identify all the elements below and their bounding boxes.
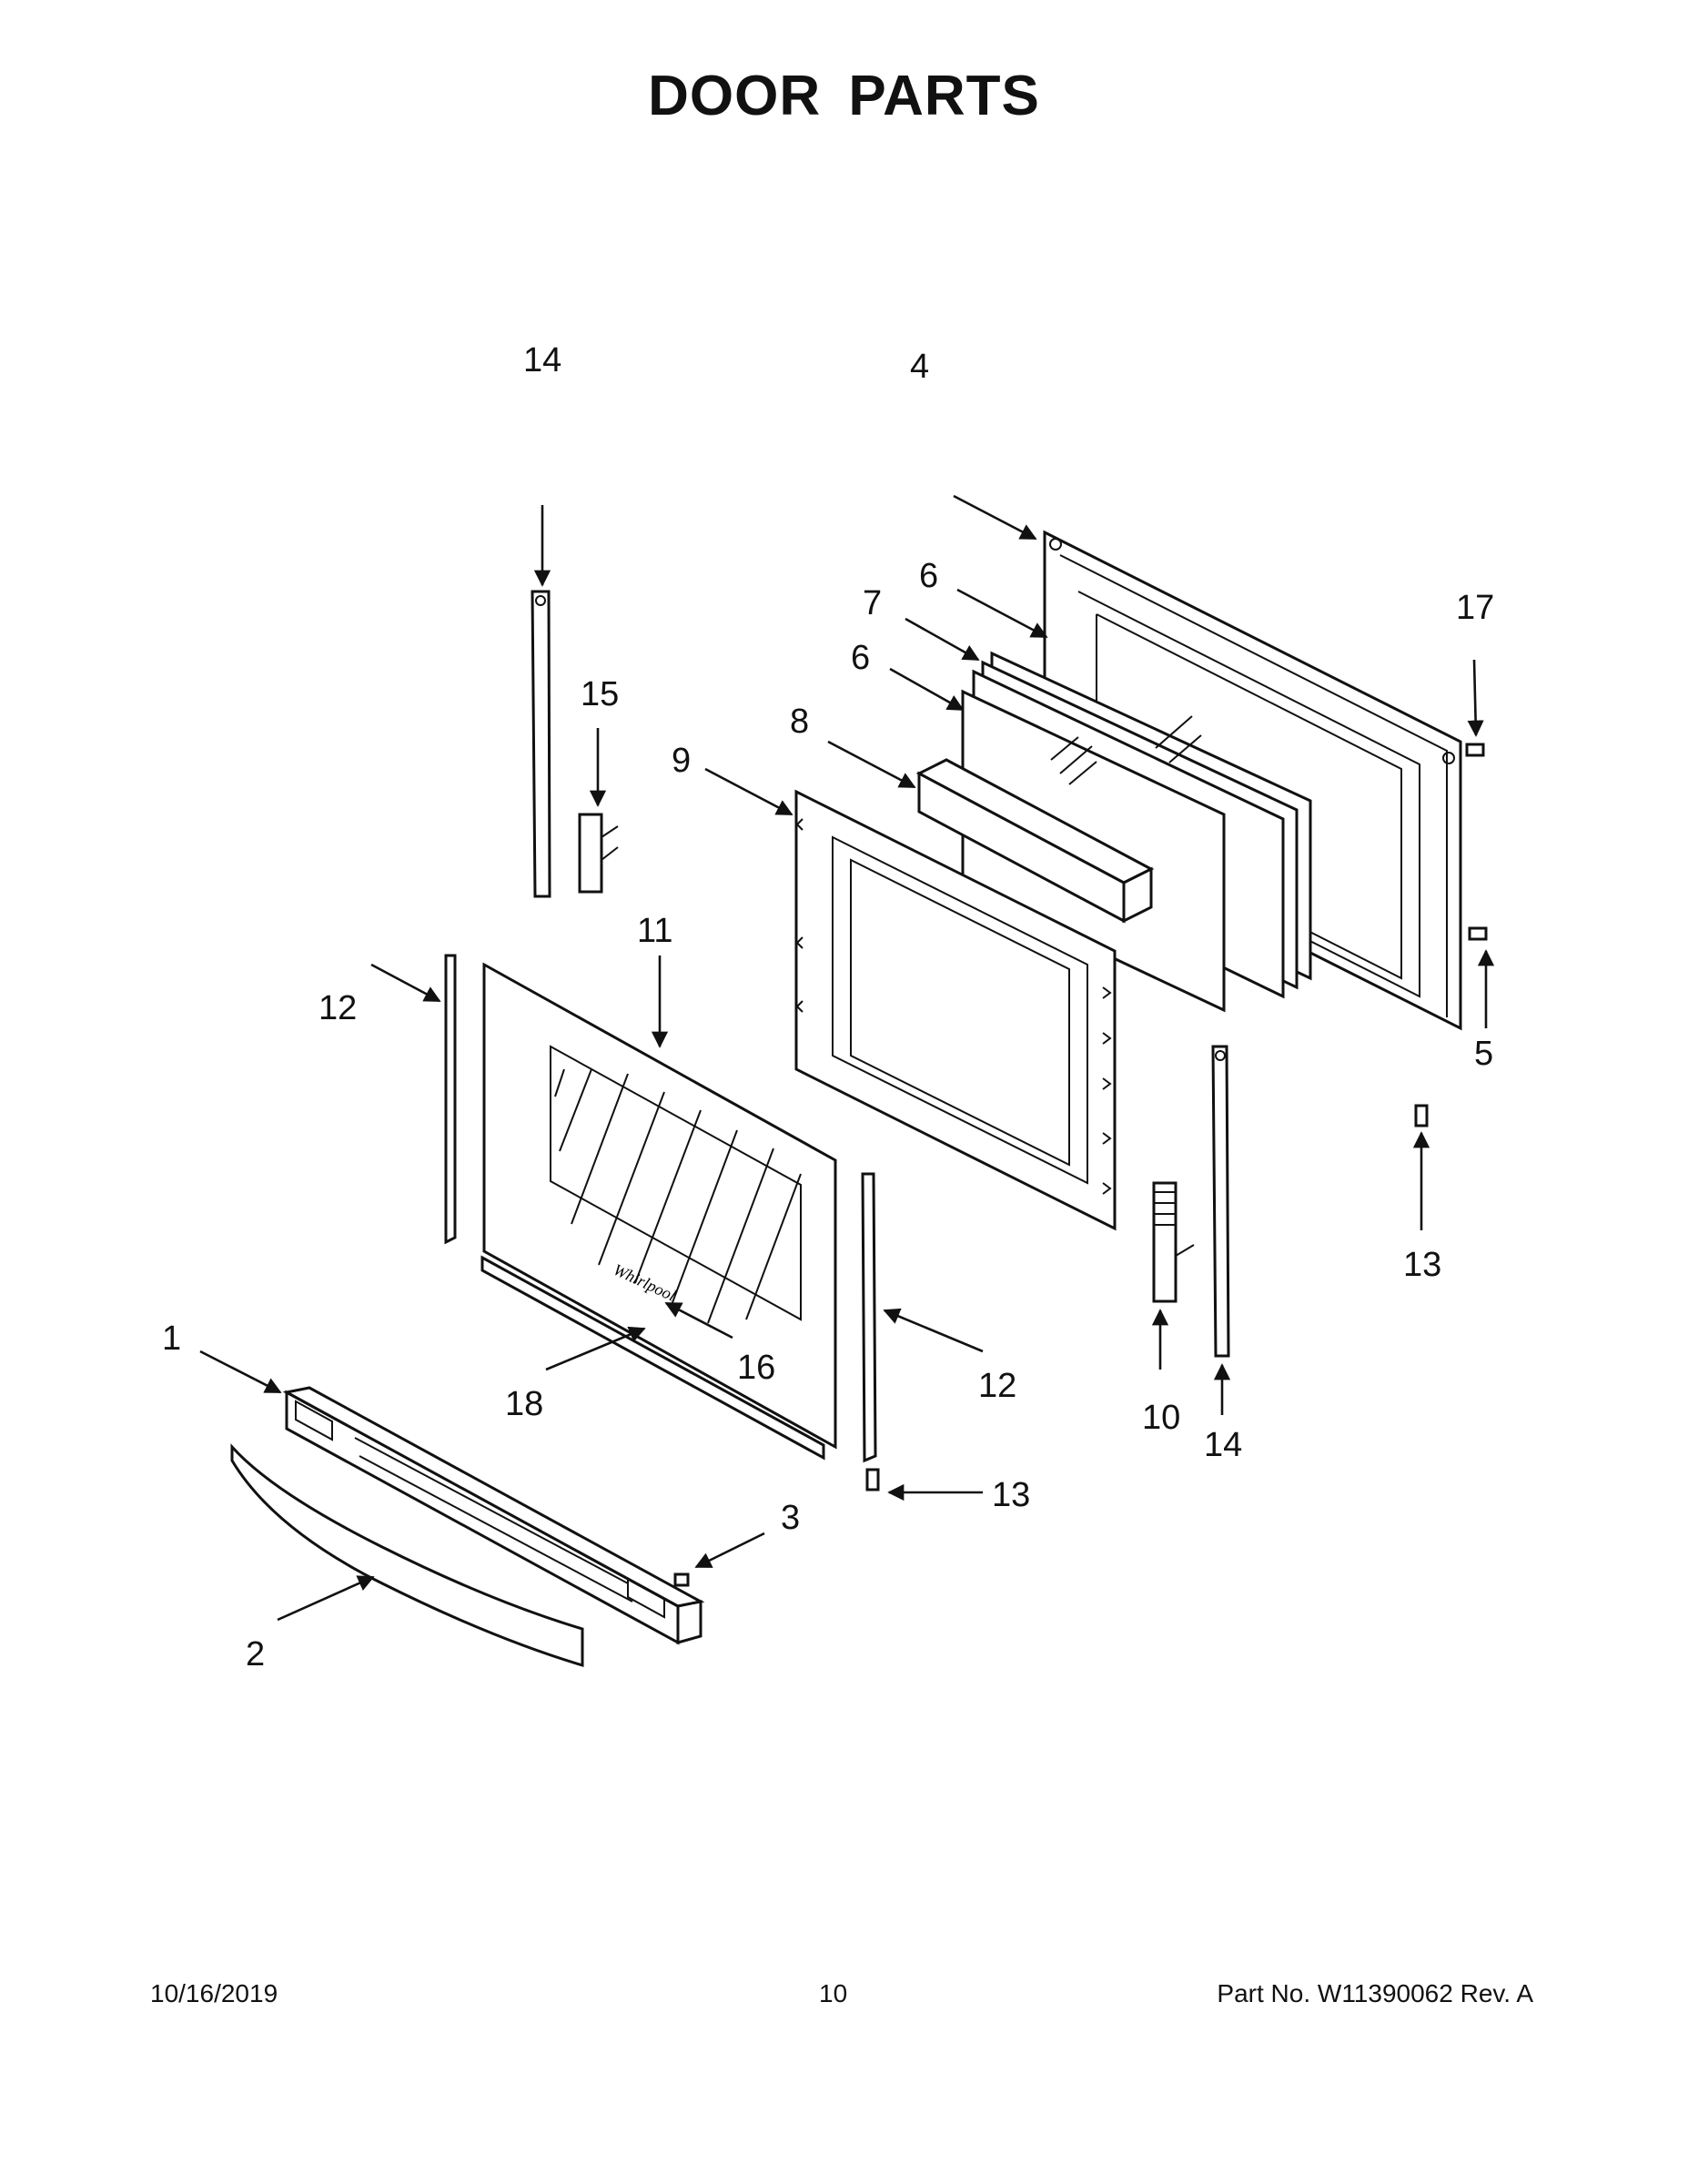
callout-6-top: 6 (919, 557, 938, 595)
hinge-left-part (578, 813, 619, 894)
handle-base-part (282, 1386, 705, 1645)
leader-arrows (199, 494, 1495, 1622)
bottom-trim-part (480, 1255, 825, 1461)
callout-6-lower: 6 (851, 639, 870, 677)
screw-5-part (1468, 926, 1488, 941)
hinge-support-left-part (531, 590, 551, 898)
callout-10: 10 (1142, 1399, 1180, 1437)
callout-8: 8 (790, 703, 809, 741)
callout-3: 3 (781, 1499, 800, 1537)
screw-17-part (1465, 743, 1485, 757)
insulation-part (915, 758, 1155, 924)
outer-door-panel-part: Whirlpool (482, 962, 837, 1450)
callout-14-top: 14 (523, 341, 561, 379)
callout-15: 15 (581, 675, 619, 713)
door-frame-part (794, 789, 1117, 1231)
screw-13-left-part (865, 1468, 880, 1491)
callout-1: 1 (162, 1320, 181, 1358)
callout-2: 2 (246, 1635, 265, 1673)
handle-part (230, 1443, 584, 1668)
callout-11: 11 (637, 912, 672, 950)
footer-part-number: Part No. W11390062 Rev. A (1217, 1979, 1533, 2007)
callout-13-right: 13 (1403, 1246, 1441, 1284)
callout-labels: 14 4 6 7 17 15 6 8 9 11 12 5 13 1 16 18 … (162, 341, 1494, 1673)
callout-7: 7 (863, 584, 882, 622)
callout-12-right: 12 (978, 1367, 1016, 1405)
callout-4: 4 (910, 348, 929, 386)
hinge-right-part (1152, 1181, 1195, 1303)
callout-12-left: 12 (318, 989, 357, 1027)
callout-16: 16 (737, 1349, 775, 1387)
hinge-support-right-part (1211, 1045, 1230, 1358)
page-title: DOOR PARTS (648, 65, 1040, 127)
callout-17: 17 (1456, 589, 1494, 627)
footer-date: 10/16/2019 (150, 1979, 278, 2007)
footer-page-number: 10 (819, 1979, 848, 2007)
side-trim-right-part (861, 1172, 877, 1463)
screw-13-right-part (1414, 1104, 1429, 1127)
side-trim-left-part (444, 954, 457, 1245)
callout-9: 9 (672, 742, 691, 780)
callout-5: 5 (1474, 1035, 1493, 1073)
screw-3-part (673, 1572, 690, 1587)
callout-14-bottom: 14 (1204, 1426, 1242, 1464)
callout-13-left: 13 (992, 1476, 1030, 1514)
callout-18: 18 (505, 1385, 543, 1423)
